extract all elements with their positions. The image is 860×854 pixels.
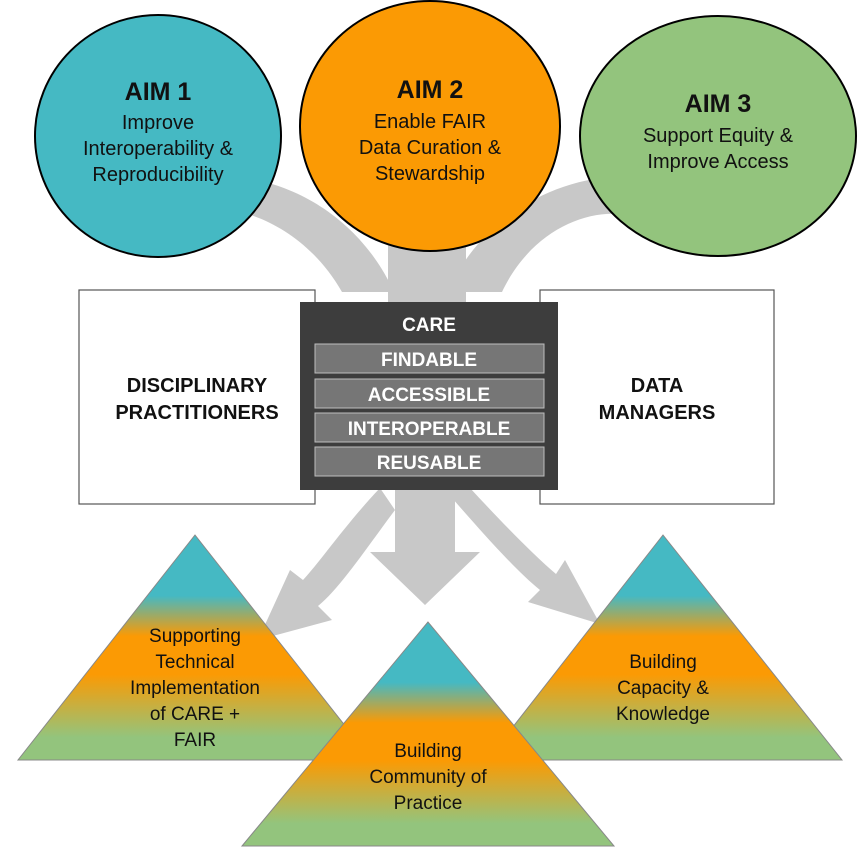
- aim1-circle: [34, 14, 282, 258]
- bar-accessible: [314, 378, 545, 409]
- bar-reusable-label: REUSABLE: [377, 453, 482, 474]
- pyramid-center-line1: Building: [394, 741, 462, 762]
- aim1-line2: Interoperability &: [83, 138, 234, 160]
- aim2-line3: Stewardship: [375, 163, 485, 185]
- lower-arrows: [258, 488, 600, 640]
- right-box-line1: DATA: [631, 375, 684, 397]
- bar-findable-label: FINDABLE: [381, 350, 477, 371]
- aim2-circle-group: AIM 2 Enable FAIR Data Curation & Stewar…: [299, 0, 561, 252]
- bar-interoperable-label: INTEROPERABLE: [348, 419, 511, 440]
- bar-reusable: [314, 446, 545, 477]
- aim2-title: AIM 2: [397, 76, 464, 104]
- right-box-line2: MANAGERS: [599, 402, 716, 424]
- core-header: CARE: [402, 315, 456, 336]
- disciplinary-practitioners-box: [78, 289, 316, 505]
- right-box-group: DATA MANAGERS: [539, 289, 775, 505]
- left-box-line2: PRACTITIONERS: [115, 402, 278, 424]
- left-box-group: DISCIPLINARY PRACTITIONERS: [78, 289, 316, 505]
- pyramid-right-line2: Capacity &: [617, 678, 709, 699]
- pyramid-center-group: Building Community of Practice: [240, 621, 616, 847]
- aim2-line2: Data Curation &: [359, 137, 502, 159]
- aim1-line3: Reproducibility: [92, 164, 223, 186]
- aim1-title: AIM 1: [125, 78, 192, 106]
- core-block: CARE FINDABLE ACCESSIBLE INTEROPERABLE R…: [300, 302, 558, 490]
- pyramid-center-line2: Community of: [369, 767, 487, 788]
- aim3-line2: Improve Access: [647, 151, 788, 173]
- pyramid-left-line5: FAIR: [174, 730, 216, 751]
- arrow-to-center-pyramid: [370, 488, 480, 605]
- aim3-circle-group: AIM 3 Support Equity & Improve Access: [579, 15, 857, 257]
- pyramid-right-group: Building Capacity & Knowledge: [485, 534, 844, 761]
- pyramid-center-line3: Practice: [394, 793, 463, 814]
- bar-interoperable: [314, 412, 545, 443]
- aim2-circle: [299, 0, 561, 252]
- aim1-line1: Improve: [122, 112, 194, 134]
- pyramid-right-line3: Knowledge: [616, 704, 710, 725]
- pyramid-left-line2: Technical: [155, 652, 234, 673]
- pyramid-left: [16, 534, 374, 761]
- bar-findable: [314, 343, 545, 374]
- aim3-circle: [579, 15, 857, 257]
- pyramid-left-line1: Supporting: [149, 626, 241, 647]
- left-box-line1: DISCIPLINARY: [127, 375, 268, 397]
- pyramid-left-line4: of CARE +: [150, 704, 240, 725]
- pyramid-right: [485, 534, 844, 761]
- arrow-to-left-pyramid: [258, 488, 395, 640]
- data-managers-box: [539, 289, 775, 505]
- aim1-circle-group: AIM 1 Improve Interoperability & Reprodu…: [34, 14, 282, 258]
- pyramid-right-line1: Building: [629, 652, 697, 673]
- arrow-to-right-pyramid: [445, 488, 600, 624]
- pyramid-center: [240, 621, 616, 847]
- pyramid-left-line3: Implementation: [130, 678, 260, 699]
- aim2-line1: Enable FAIR: [374, 111, 486, 133]
- bar-accessible-label: ACCESSIBLE: [368, 385, 490, 406]
- aim3-line1: Support Equity &: [643, 125, 794, 147]
- aim3-title: AIM 3: [685, 90, 752, 118]
- pyramid-left-group: Supporting Technical Implementation of C…: [16, 534, 374, 761]
